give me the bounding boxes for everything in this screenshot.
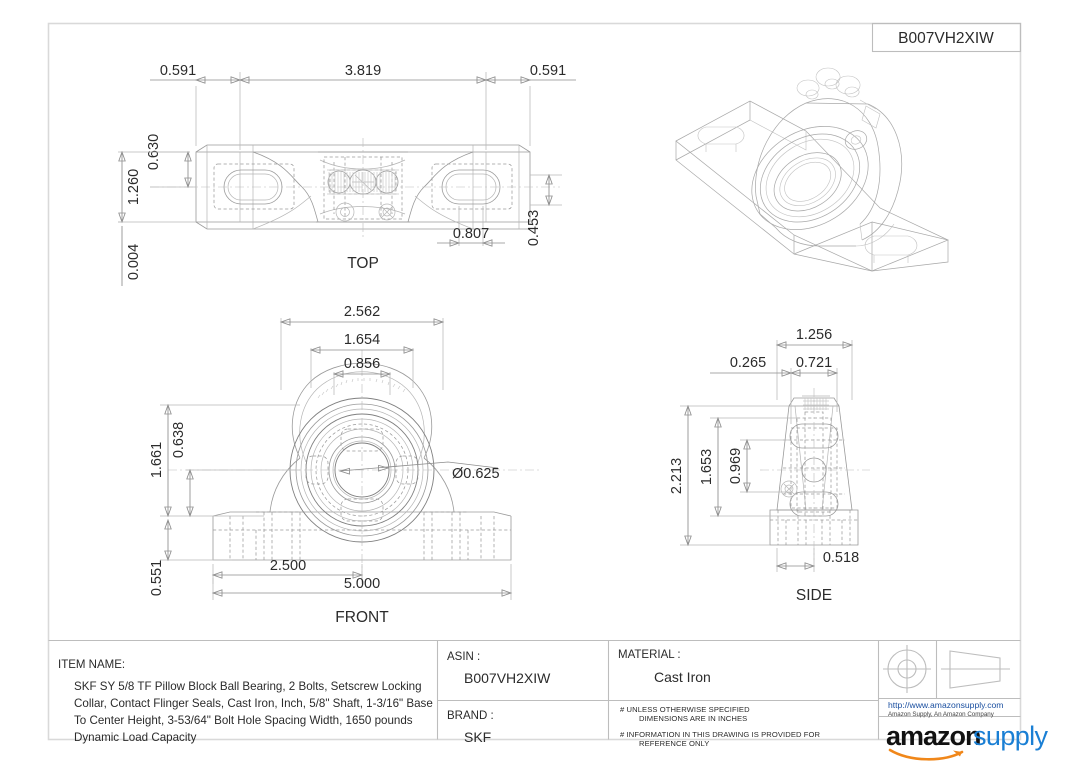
item-name-line-2: Collar, Contact Flinger Seals, Cast Iron…: [74, 697, 433, 710]
side-dim-height-mid: 1.653: [699, 449, 715, 485]
front-view-dimensions: 2.562 1.654 0.856 1.661 0.638: [149, 304, 513, 600]
asin-value: B007VH2XIW: [464, 670, 551, 686]
side-dim-width: 1.256: [796, 327, 832, 343]
material-label: MATERIAL :: [618, 649, 681, 661]
material-value: Cast Iron: [654, 669, 711, 685]
asin-label: ASIN :: [447, 651, 480, 663]
top-dim-half-width: 1.260: [126, 169, 142, 205]
front-dim-mid: 1.654: [344, 332, 380, 348]
note-1-line-1: # UNLESS OTHERWISE SPECIFIED: [620, 705, 750, 714]
view-front: Ø0.625 2.562 1.654 0.856 1.661: [149, 304, 540, 626]
top-view-geometry: [150, 138, 560, 240]
side-dim-base: 0.518: [823, 550, 859, 566]
view-top: 3.819 0.591 0.591 0.630 1.260: [118, 63, 576, 286]
brand-value: SKF: [464, 729, 491, 745]
item-name-line-4: Dynamic Load Capacity: [74, 731, 197, 744]
title-block: ITEM NAME: SKF SY 5/8 TF Pillow Block Ba…: [48, 639, 1049, 761]
top-view-dimensions: 3.819 0.591 0.591 0.630 1.260: [118, 63, 576, 286]
top-dim-pad-width: 0.807: [453, 226, 489, 242]
sheet-border: [47, 22, 1022, 741]
front-dim-overall-width: 5.000: [344, 576, 380, 592]
view-isometric: [675, 67, 949, 272]
front-dim-bore: Ø0.625: [452, 466, 500, 482]
front-dim-inner: 0.856: [344, 356, 380, 372]
front-dim-bolt-spacing: 2.500: [270, 558, 306, 574]
side-view-label: SIDE: [796, 587, 832, 604]
brand-label: BRAND :: [447, 710, 494, 722]
front-view-geometry: Ø0.625: [168, 350, 540, 580]
side-dim-inner-width: 0.721: [796, 355, 832, 371]
amazonsupply-subtitle: Amazon Supply, An Amazon Company: [888, 711, 995, 718]
top-view-label: TOP: [347, 255, 379, 272]
note-2-line-2: REFERENCE ONLY: [639, 739, 709, 748]
asin-header-label: B007VH2XIW: [898, 30, 994, 47]
side-dim-height-total: 2.213: [669, 458, 685, 494]
top-dim-left-offset: 0.591: [160, 63, 196, 79]
front-view-label: FRONT: [335, 609, 389, 626]
note-2-line-1: # INFORMATION IN THIS DRAWING IS PROVIDE…: [620, 730, 821, 739]
note-1-line-2: DIMENSIONS ARE IN INCHES: [639, 714, 747, 723]
side-view-dimensions: 1.256 0.721 0.265 2.213 1.653: [669, 327, 859, 572]
front-dim-center-height: 0.638: [171, 422, 187, 458]
item-name-line-1: SKF SY 5/8 TF Pillow Block Ball Bearing,…: [74, 680, 422, 693]
logo-smile-tip: [953, 750, 962, 757]
logo-supply-text: supply: [973, 721, 1049, 751]
front-dim-base-height: 0.551: [149, 560, 165, 596]
side-dim-height-small: 0.969: [728, 448, 744, 484]
side-dim-left: 0.265: [730, 355, 766, 371]
top-dim-pad-depth: 0.453: [526, 210, 542, 246]
first-angle-projection-symbol: [883, 645, 1010, 693]
view-side: 1.256 0.721 0.265 2.213 1.653: [669, 327, 870, 604]
item-name-label: ITEM NAME:: [58, 659, 125, 671]
front-dim-outer: 2.562: [344, 304, 380, 320]
amazonsupply-logo: amazon supply: [886, 721, 1049, 761]
asin-header-box: B007VH2XIW: [871, 22, 1022, 53]
top-dim-bottom-offset: 0.004: [126, 244, 142, 280]
side-view-geometry: [760, 388, 870, 560]
logo-amazon-text: amazon: [886, 721, 981, 751]
logo-smile-arrow: [888, 748, 964, 761]
item-name-line-3: To Center Height, 3-53/64" Bolt Hole Spa…: [74, 714, 413, 727]
front-dim-height-total: 1.661: [149, 442, 165, 478]
top-dim-span: 3.819: [345, 63, 381, 79]
amazonsupply-url[interactable]: http://www.amazonsupply.com: [888, 700, 1003, 710]
top-dim-right-offset: 0.591: [530, 63, 566, 79]
